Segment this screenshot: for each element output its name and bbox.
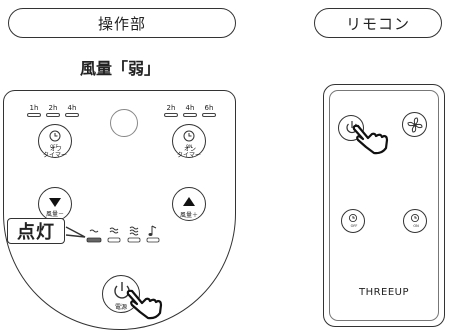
callout-pointer [65, 226, 86, 238]
off-timer-indicator-4h [65, 113, 79, 117]
fan-up-caption: 風量＋ [179, 212, 198, 219]
speed-indicator-mid [107, 237, 121, 243]
wind-icon [127, 226, 141, 243]
rhythm-icon [146, 225, 160, 243]
panel-title-pill: 操作部 [8, 8, 236, 38]
clock-icon [410, 213, 420, 223]
fan-down-caption: 風量－ [45, 211, 64, 218]
control-panel: 1h 2h 4h 2h 4h 6h OFF オフ タイマー [3, 90, 236, 330]
on-timer-caption-1: オン [183, 146, 196, 153]
off-timer-indicator-1h [27, 113, 41, 117]
panel-title: 操作部 [97, 14, 146, 33]
speed-indicator-rhythm [146, 237, 160, 243]
remote-off-tag: OFF [350, 224, 358, 228]
on-timer-indicator-2h [164, 113, 178, 117]
fan-down-button[interactable] [38, 187, 72, 221]
clock-icon [183, 130, 195, 142]
remote-fan-button[interactable] [402, 112, 427, 137]
off-timer-indicator-2h [46, 113, 60, 117]
speed-indicator-low-lit [86, 237, 102, 243]
lit-callout: 点灯 [7, 218, 65, 244]
remote-title: リモコン [345, 14, 410, 33]
speed-indicator-high [127, 237, 141, 243]
fan-up-button[interactable] [172, 187, 206, 221]
on-timer-button[interactable]: ON [172, 124, 206, 158]
fan-icon [407, 117, 423, 133]
off-timer-label-2h: 2h [48, 104, 58, 112]
off-timer-caption-2: タイマー [42, 152, 67, 159]
off-timer-label-4h: 4h [67, 104, 77, 112]
pointing-hand-icon [126, 289, 163, 320]
remote-off-timer-button[interactable]: OFF [341, 209, 365, 233]
on-timer-indicator-4h [183, 113, 197, 117]
clock-icon [348, 213, 358, 223]
off-timer-label-1h: 1h [29, 104, 39, 112]
remote-sensor [110, 109, 138, 137]
power-icon [114, 282, 130, 299]
on-timer-label-2h: 2h [166, 104, 176, 112]
wind-icon [86, 229, 102, 243]
triangle-up-icon [183, 197, 195, 206]
remote-on-tag: ON [413, 224, 419, 228]
fan-mode-label: 風量「弱」 [79, 59, 160, 78]
remote-on-timer-button[interactable]: ON [403, 209, 427, 233]
wind-icon [107, 227, 121, 243]
on-timer-caption-2: タイマー [176, 152, 201, 159]
remote-face [329, 90, 439, 321]
remote-brand-label: THREEUP [358, 287, 410, 298]
lit-callout-text: 点灯 [17, 222, 55, 243]
off-timer-button[interactable]: OFF [38, 124, 72, 158]
pointing-hand-icon [352, 124, 389, 155]
remote-title-pill: リモコン [314, 8, 442, 38]
clock-icon [49, 130, 61, 142]
off-timer-tag: OFF [50, 144, 58, 149]
on-timer-tag: ON [185, 144, 193, 149]
on-timer-label-4h: 4h [185, 104, 195, 112]
remote-control: OFF ON THREEUP [323, 84, 445, 327]
triangle-down-icon [49, 198, 61, 207]
on-timer-label-6h: 6h [204, 104, 214, 112]
off-timer-caption-1: オフ [49, 146, 62, 153]
power-caption: 電源 [114, 304, 127, 311]
on-timer-indicator-6h [202, 113, 216, 117]
wind-speed-indicators [86, 225, 160, 243]
